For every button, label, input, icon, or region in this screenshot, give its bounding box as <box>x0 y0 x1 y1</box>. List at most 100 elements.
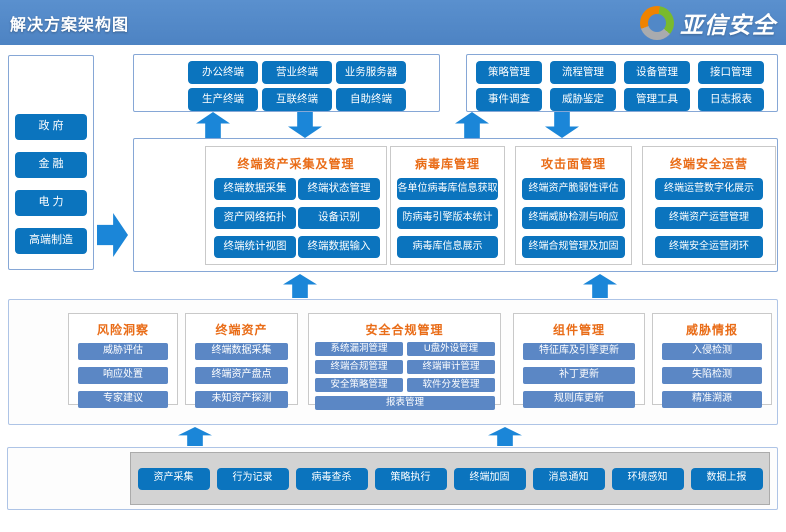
column-items: 入侵检测 失陷检测 精准溯源 <box>653 343 771 408</box>
module-item: 终端合规管理及加固 <box>522 236 625 258</box>
industry-item: 政 府 <box>15 114 87 140</box>
arrow-up-icon <box>488 427 522 446</box>
module-item: 专家建议 <box>78 391 168 408</box>
column-title: 终端资产 <box>215 323 268 337</box>
industry-item: 高端制造 <box>15 228 87 254</box>
arrow-down-icon <box>288 112 322 138</box>
module-item: 精准溯源 <box>662 391 762 408</box>
agent-item: 资产采集 <box>137 467 210 490</box>
agent-item: 行为记录 <box>216 467 289 490</box>
module-item: 设备识别 <box>298 207 380 229</box>
middle-column-security-operation: 终端安全运营 终端运营数字化展示 终端资产运营管理 终端安全运营闭环 <box>642 146 776 265</box>
industries-panel: 政 府 金 融 电 力 高端制造 <box>8 55 94 270</box>
terminal-item: 生产终端 <box>188 88 258 111</box>
module-item: 补丁更新 <box>523 367 635 384</box>
column-title: 病毒库管理 <box>414 157 480 171</box>
management-item: 威胁鉴定 <box>550 88 616 111</box>
middle-column-attack-surface: 攻击面管理 终端资产脆弱性评估 终端威胁检测与响应 终端合规管理及加固 <box>515 146 632 265</box>
arrow-up-icon <box>178 427 212 446</box>
asiainfo-logo-icon <box>640 5 674 40</box>
module-item: 终端合规管理 <box>315 360 403 374</box>
management-item: 日志报表 <box>698 88 764 111</box>
column-items: 特征库及引擎更新 补丁更新 规则库更新 <box>514 343 644 408</box>
module-item: 入侵检测 <box>662 343 762 360</box>
agent-item: 策略执行 <box>374 467 447 490</box>
arrow-up-icon <box>196 112 230 138</box>
management-item: 事件调查 <box>476 88 542 111</box>
column-title: 安全合规管理 <box>365 323 444 337</box>
module-item: 特征库及引擎更新 <box>523 343 635 360</box>
page-title: 解决方案架构图 <box>10 16 130 34</box>
module-item: 资产网络拓扑 <box>214 207 296 229</box>
terminal-item: 营业终端 <box>262 61 332 84</box>
middle-column-asset-management: 终端资产采集及管理 终端数据采集 终端状态管理 资产网络拓扑 设备识别 终端统计… <box>205 146 387 265</box>
column-title: 攻击面管理 <box>540 157 606 171</box>
lower-column-component-management: 组件管理 特征库及引擎更新 补丁更新 规则库更新 <box>513 313 645 408</box>
arrow-up-icon <box>583 274 617 298</box>
column-title: 组件管理 <box>552 323 605 337</box>
agent-item: 环境感知 <box>611 467 684 490</box>
terminals-panel: 办公终端 营业终端 业务服务器 生产终端 互联终端 自助终端 <box>133 54 440 112</box>
arrow-up-icon <box>455 112 489 138</box>
lower-column-security-compliance: 安全合规管理 系统漏洞管理 U盘外设管理 终端合规管理 终端审计管理 安全策略管… <box>308 313 501 410</box>
module-item: 未知资产探测 <box>195 391 288 408</box>
column-title: 风险洞察 <box>96 323 149 337</box>
module-item: 终端安全运营闭环 <box>655 236 763 258</box>
module-item: 终端状态管理 <box>298 178 380 200</box>
module-item: 终端资产运营管理 <box>655 207 763 229</box>
agent-item: 终端加固 <box>453 467 526 490</box>
agent-item: 数据上报 <box>690 467 763 490</box>
management-item: 接口管理 <box>698 61 764 84</box>
module-item: 终端数据采集 <box>214 178 296 200</box>
header-bar: 解决方案架构图 亚信安全 <box>0 0 786 45</box>
module-item: 终端数据采集 <box>195 343 288 360</box>
agent-capabilities-box: 资产采集 行为记录 病毒查杀 策略执行 终端加固 消息通知 环境感知 数据上报 <box>130 452 770 505</box>
module-item: 终端数据输入 <box>298 236 380 258</box>
module-item: 软件分发管理 <box>407 378 495 392</box>
management-item: 设备管理 <box>624 61 690 84</box>
management-item: 策略管理 <box>476 61 542 84</box>
column-items: 终端运营数字化展示 终端资产运营管理 终端安全运营闭环 <box>643 178 775 258</box>
industry-item: 金 融 <box>15 152 87 178</box>
column-items: 终端资产脆弱性评估 终端威胁检测与响应 终端合规管理及加固 <box>516 178 631 258</box>
module-item: 威胁评估 <box>78 343 168 360</box>
module-item: 规则库更新 <box>523 391 635 408</box>
arrow-up-icon <box>283 274 317 298</box>
module-item: 防病毒引擎版本统计 <box>397 207 498 229</box>
arrow-right-icon <box>97 213 128 257</box>
middle-column-virus-db: 病毒库管理 各单位病毒库信息获取 防病毒引擎版本统计 病毒库信息展示 <box>390 146 505 265</box>
brand-logo: 亚信安全 <box>640 5 776 40</box>
column-title: 终端资产采集及管理 <box>237 157 355 171</box>
module-item: 各单位病毒库信息获取 <box>397 178 498 200</box>
module-item: 终端资产盘点 <box>195 367 288 384</box>
module-item: 失陷检测 <box>662 367 762 384</box>
module-item: 系统漏洞管理 <box>315 342 403 356</box>
column-items: 各单位病毒库信息获取 防病毒引擎版本统计 病毒库信息展示 <box>391 178 504 258</box>
module-item: 报表管理 <box>315 396 495 410</box>
management-item: 管理工具 <box>624 88 690 111</box>
column-items: 终端数据采集 终端状态管理 资产网络拓扑 设备识别 终端统计视图 终端数据输入 <box>206 178 386 258</box>
brand-name: 亚信安全 <box>680 11 776 38</box>
terminal-item: 互联终端 <box>262 88 332 111</box>
module-item: 终端资产脆弱性评估 <box>522 178 625 200</box>
module-item: 终端统计视图 <box>214 236 296 258</box>
agent-item: 消息通知 <box>532 467 605 490</box>
column-title: 终端安全运营 <box>669 157 748 171</box>
management-panel: 策略管理 流程管理 设备管理 接口管理 事件调查 威胁鉴定 管理工具 日志报表 <box>466 54 778 112</box>
column-items: 终端数据采集 终端资产盘点 未知资产探测 <box>186 343 297 408</box>
agent-item: 病毒查杀 <box>295 467 368 490</box>
arrow-down-icon <box>545 112 579 138</box>
module-item: 终端运营数字化展示 <box>655 178 763 200</box>
module-item: 终端审计管理 <box>407 360 495 374</box>
module-item: U盘外设管理 <box>407 342 495 356</box>
module-item: 病毒库信息展示 <box>397 236 498 258</box>
module-item: 安全策略管理 <box>315 378 403 392</box>
lower-column-terminal-asset: 终端资产 终端数据采集 终端资产盘点 未知资产探测 <box>185 313 298 408</box>
column-title: 威胁情报 <box>685 323 738 337</box>
lower-column-risk-insight: 风险洞察 威胁评估 响应处置 专家建议 <box>68 313 178 408</box>
column-items: 系统漏洞管理 U盘外设管理 终端合规管理 终端审计管理 安全策略管理 软件分发管… <box>309 342 500 410</box>
column-items: 威胁评估 响应处置 专家建议 <box>69 343 177 408</box>
industry-item: 电 力 <box>15 190 87 216</box>
terminal-item: 办公终端 <box>188 61 258 84</box>
